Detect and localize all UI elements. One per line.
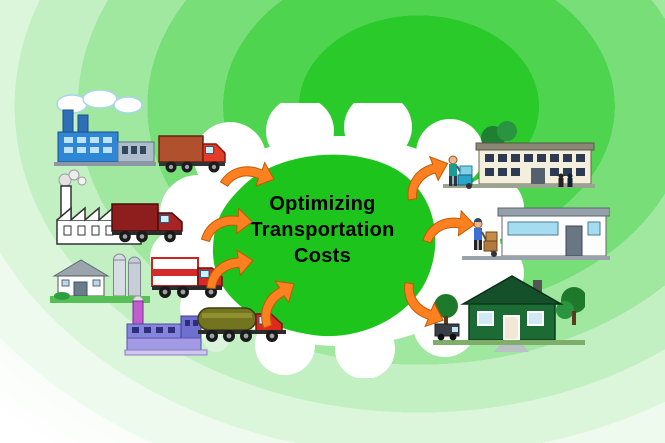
warehouse-worker-icon: [448, 155, 473, 189]
box-truck-icon: [157, 130, 229, 174]
office-building-icon: [443, 118, 595, 198]
blue-factory-icon: [50, 90, 158, 168]
curved-arrow-icon: [197, 245, 259, 292]
hub-title: Optimizing Transportation Costs: [205, 191, 440, 269]
curved-arrow-icon: [419, 206, 478, 248]
red-white-truck-icon: [150, 252, 226, 302]
purple-factory-icon: [123, 296, 209, 356]
suburban-house-icon: [433, 264, 585, 356]
hub-title-line-1: Optimizing: [269, 193, 376, 215]
curved-arrow-icon: [392, 149, 458, 205]
curved-arrow-icon: [215, 148, 280, 201]
curved-arrow-icon: [388, 277, 455, 334]
dark-red-truck-icon: [110, 198, 186, 244]
hub-green-blob: [185, 142, 455, 352]
hub-title-line-2: Transportation: [250, 219, 395, 241]
hub-title-line-3: Costs: [293, 245, 352, 267]
delivery-van-icon: [434, 323, 460, 341]
curved-arrow-icon: [241, 270, 309, 333]
delivery-worker-icon: [473, 218, 498, 257]
curved-arrow-icon: [197, 205, 254, 245]
retail-store-icon: [462, 198, 610, 268]
farm-silo-icon: [50, 246, 150, 308]
